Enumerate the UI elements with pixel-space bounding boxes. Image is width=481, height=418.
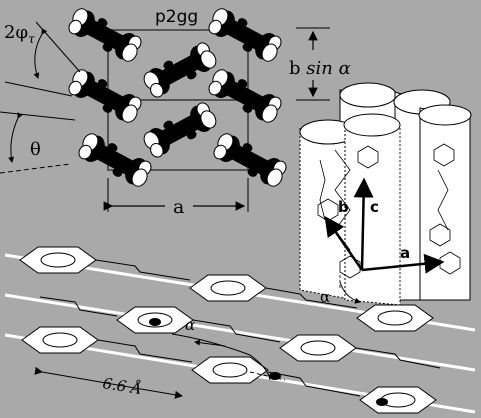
alpha-chain-label: α [185, 316, 195, 334]
spacing-label: 6.6 Å [101, 374, 143, 398]
bsina-label: b sin α [289, 58, 351, 79]
a-dimension [103, 178, 249, 212]
c-axis-label: c [370, 198, 379, 216]
phi-angle-marker [4, 21, 81, 97]
phi-label: 2φτ [4, 22, 35, 46]
alpha-bundle-label: α [320, 288, 330, 306]
a-cell-label: a [173, 196, 184, 218]
molecular-layers [4, 246, 476, 414]
bsina-dimension [296, 27, 330, 101]
a-axis-label: a [400, 244, 410, 262]
b-axis-label: b [338, 198, 349, 216]
cylinder-bundle [299, 82, 472, 306]
group-label: p2gg [155, 7, 198, 27]
theta-label: θ [30, 139, 41, 160]
theta-angle-marker [0, 111, 76, 174]
molecules [65, 4, 290, 191]
